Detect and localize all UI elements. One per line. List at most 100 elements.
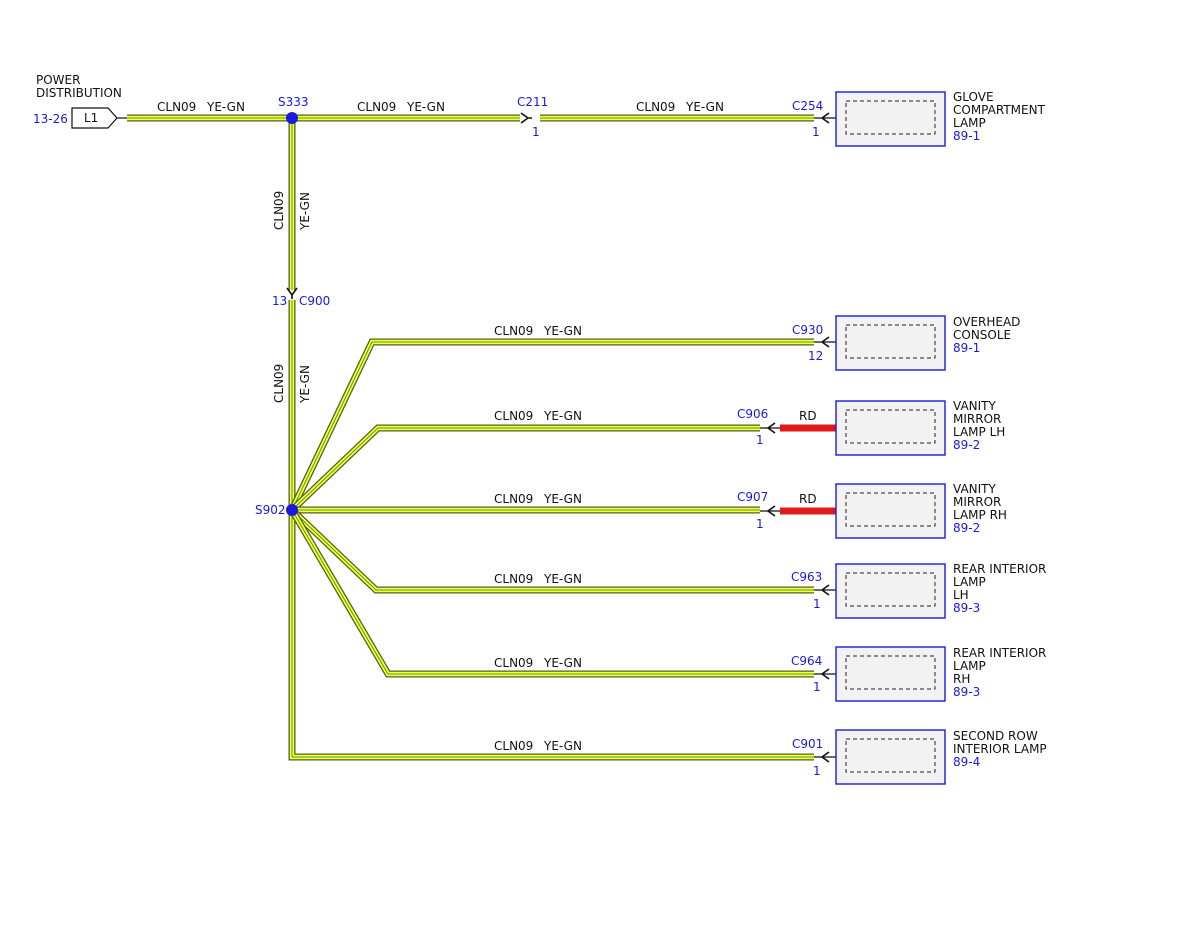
component-overhead-console[interactable]: C930 12 OVERHEAD CONSOLE 89-1: [792, 315, 1020, 371]
wire-s902-to-c964[interactable]: [288, 508, 814, 678]
wire-circuit-label: CLN09: [494, 572, 533, 586]
component-name-line: REAR INTERIOR: [953, 646, 1046, 660]
wire-color-label: YE-GN: [298, 192, 312, 231]
component-inner: [845, 409, 936, 444]
component-page-ref[interactable]: 89-3: [953, 601, 980, 615]
component-name-line: LAMP: [953, 575, 986, 589]
component-name-line: LAMP RH: [953, 508, 1007, 522]
splice-s333[interactable]: S333: [278, 95, 309, 124]
connector-c900[interactable]: 13 C900: [272, 287, 330, 308]
component-page-ref[interactable]: 89-1: [953, 129, 980, 143]
connector-arrow-icon: [820, 668, 830, 680]
component-inner: [845, 324, 936, 359]
component-name-line: VANITY: [953, 399, 996, 413]
component-pin-label: 1: [813, 597, 821, 611]
splice-s333-label: S333: [278, 95, 309, 109]
wire-color-label: YE-GN: [543, 492, 582, 506]
wire-color-label: YE-GN: [298, 365, 312, 404]
wire-circuit-label: CLN09: [157, 100, 196, 114]
component-pin-label: 1: [813, 680, 821, 694]
component-page-ref[interactable]: 89-2: [953, 521, 980, 535]
connector-arrow-icon: [820, 584, 830, 596]
component-page-ref[interactable]: 89-4: [953, 755, 980, 769]
component-name-line: MIRROR: [953, 412, 1001, 426]
source-title-line2: DISTRIBUTION: [36, 86, 122, 100]
component-inner: [845, 572, 936, 607]
component-box: [835, 563, 946, 619]
component-name-line: LAMP LH: [953, 425, 1005, 439]
component-box: [835, 91, 946, 147]
component-pin-label: 1: [756, 517, 764, 531]
component-vanity-mirror-lamp-lh[interactable]: C906 1 VANITY MIRROR LAMP LH 89-2: [737, 399, 1005, 456]
component-name-line: OVERHEAD: [953, 315, 1020, 329]
connector-arrow-icon: [820, 336, 830, 348]
wire-circuit-label: CLN09: [494, 656, 533, 670]
connector-c211[interactable]: C211 1: [517, 95, 548, 139]
component-rear-interior-lamp-lh[interactable]: C963 1 REAR INTERIOR LAMP LH 89-3: [791, 562, 1046, 619]
source-title-line1: POWER: [36, 73, 80, 87]
connector-arrow-icon: [766, 422, 776, 434]
component-name-line: MIRROR: [953, 495, 1001, 509]
wire-circuit-label: CLN09: [494, 324, 533, 338]
component-page-ref[interactable]: 89-2: [953, 438, 980, 452]
wire-c900-to-c901[interactable]: [288, 300, 814, 761]
component-inner: [845, 100, 936, 135]
component-connector-label: C930: [792, 323, 823, 337]
source-pin-label: L1: [84, 111, 98, 125]
component-pin-label: 1: [812, 125, 820, 139]
wire-circuit-label: CLN09: [494, 492, 533, 506]
wire-labels: CLN09 YE-GN CLN09 YE-GN CLN09 YE-GN CLN0…: [157, 100, 817, 753]
connector-c211-label: C211: [517, 95, 548, 109]
red-wire-color-label: RD: [799, 492, 817, 506]
wire-color-label: YE-GN: [685, 100, 724, 114]
wire-color-label: YE-GN: [543, 572, 582, 586]
component-pin-label: 1: [813, 764, 821, 778]
component-name-line: INTERIOR LAMP: [953, 742, 1047, 756]
component-inner: [845, 655, 936, 690]
component-inner: [845, 738, 936, 773]
connector-arrow-icon: [766, 505, 776, 517]
component-rear-interior-lamp-rh[interactable]: C964 1 REAR INTERIOR LAMP RH 89-3: [791, 646, 1046, 702]
connector-c900-pin: 13: [272, 294, 287, 308]
wire-s902-to-c906[interactable]: [289, 424, 760, 513]
wire-color-label: YE-GN: [543, 656, 582, 670]
component-name-line: LAMP: [953, 659, 986, 673]
component-vanity-mirror-lamp-rh[interactable]: C907 1 VANITY MIRROR LAMP RH 89-2: [737, 482, 1007, 539]
component-page-ref[interactable]: 89-3: [953, 685, 980, 699]
wire-color-label: YE-GN: [543, 739, 582, 753]
splice-dot: [286, 504, 298, 516]
source-pin-flag: [71, 107, 118, 129]
component-name-line: REAR INTERIOR: [953, 562, 1046, 576]
component-second-row-interior-lamp[interactable]: C901 1 SECOND ROW INTERIOR LAMP 89-4: [792, 729, 1047, 785]
red-wire-color-label: RD: [799, 409, 817, 423]
component-name-line: SECOND ROW: [953, 729, 1038, 743]
component-connector-label: C963: [791, 570, 822, 584]
wire-s902-to-c963[interactable]: [289, 507, 814, 594]
component-name-line: LAMP: [953, 116, 986, 130]
wire-color-label: YE-GN: [543, 409, 582, 423]
wire-circuit-label: CLN09: [494, 739, 533, 753]
component-name-line: RH: [953, 672, 970, 686]
connector-arrow-icon: [520, 112, 532, 124]
wire-circuit-label: CLN09: [357, 100, 396, 114]
wire-color-label: YE-GN: [206, 100, 245, 114]
component-box: [835, 483, 946, 539]
wire-circuit-label: CLN09: [272, 191, 286, 230]
wire-circuit-label: CLN09: [494, 409, 533, 423]
component-glove-compartment-lamp[interactable]: C254 1 GLOVE COMPARTMENT LAMP 89-1: [792, 90, 1046, 147]
component-box: [835, 646, 946, 702]
connector-arrow-icon: [820, 112, 830, 124]
connector-c211-pin: 1: [532, 125, 540, 139]
component-page-ref[interactable]: 89-1: [953, 341, 980, 355]
power-distribution-source: POWER DISTRIBUTION 13-26 L1: [33, 73, 127, 129]
component-name-line: GLOVE: [953, 90, 994, 104]
splice-s902[interactable]: S902: [255, 503, 298, 517]
connector-arrow-icon: [286, 287, 298, 299]
wire-s902-to-c930[interactable]: [288, 338, 814, 512]
connector-arrow-icon: [820, 751, 830, 763]
source-page-ref[interactable]: 13-26: [33, 112, 68, 126]
component-connector-label: C906: [737, 407, 768, 421]
splice-dot: [286, 112, 298, 124]
